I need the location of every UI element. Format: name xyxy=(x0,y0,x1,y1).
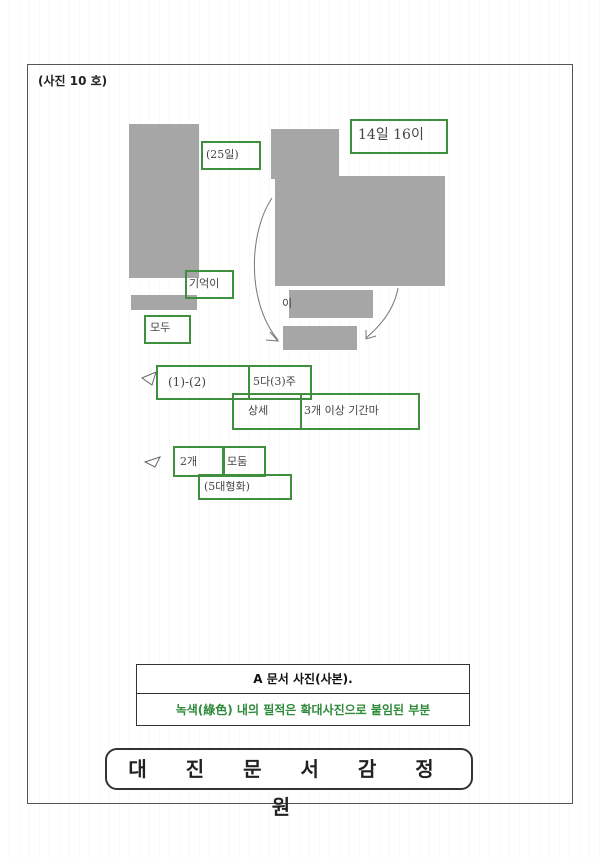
handwriting-circle-note: (25일) xyxy=(206,148,239,161)
green-box-row3-c xyxy=(198,474,292,500)
handwriting-bottom-left: 모두 xyxy=(150,321,171,334)
green-box-note-left xyxy=(185,270,234,299)
redacted-block xyxy=(271,129,339,179)
caption-note: 녹색(綠色) 내의 필적은 확대사진으로 붙임된 부분 xyxy=(175,703,431,717)
handwriting-row3-a: 2개 xyxy=(180,455,198,468)
green-box-row2-b xyxy=(300,393,420,430)
redacted-block xyxy=(283,326,357,350)
redacted-block xyxy=(131,295,197,310)
green-box-circle-note xyxy=(201,141,261,170)
green-box-row3-b xyxy=(222,446,266,477)
handwriting-row1-b: 5다(3)주 xyxy=(253,375,296,388)
handwriting-row1-a: (1)-(2) xyxy=(168,375,207,389)
photo-number: (사진 10 호) xyxy=(38,74,108,88)
green-box-date xyxy=(350,119,448,154)
organization-name: 대 진 문 서 감 정 원 xyxy=(105,748,473,819)
green-box-bottom-left xyxy=(144,315,191,344)
caption-table: A 문서 사진(사본). 녹색(綠色) 내의 필적은 확대사진으로 붙임된 부분 xyxy=(136,664,470,726)
handwriting-row2-b: 3개 이상 기간마 xyxy=(304,404,379,417)
redacted-block xyxy=(129,124,199,278)
redacted-block xyxy=(289,290,373,318)
handwriting-arrow-label: 이 xyxy=(282,297,293,310)
handwriting-note-left: 기억이 xyxy=(189,277,220,290)
page-frame xyxy=(27,64,573,804)
handwriting-date: 14일 16이 xyxy=(358,127,424,143)
green-box-row1-b xyxy=(248,365,312,400)
caption-title: A 문서 사진(사본). xyxy=(137,665,469,694)
handwriting-row3-b: 모둠 xyxy=(227,455,248,468)
handwriting-row3-c: (5대형화) xyxy=(204,480,250,493)
handwriting-row2-a: 상세 xyxy=(248,404,269,417)
redacted-block xyxy=(275,176,445,286)
